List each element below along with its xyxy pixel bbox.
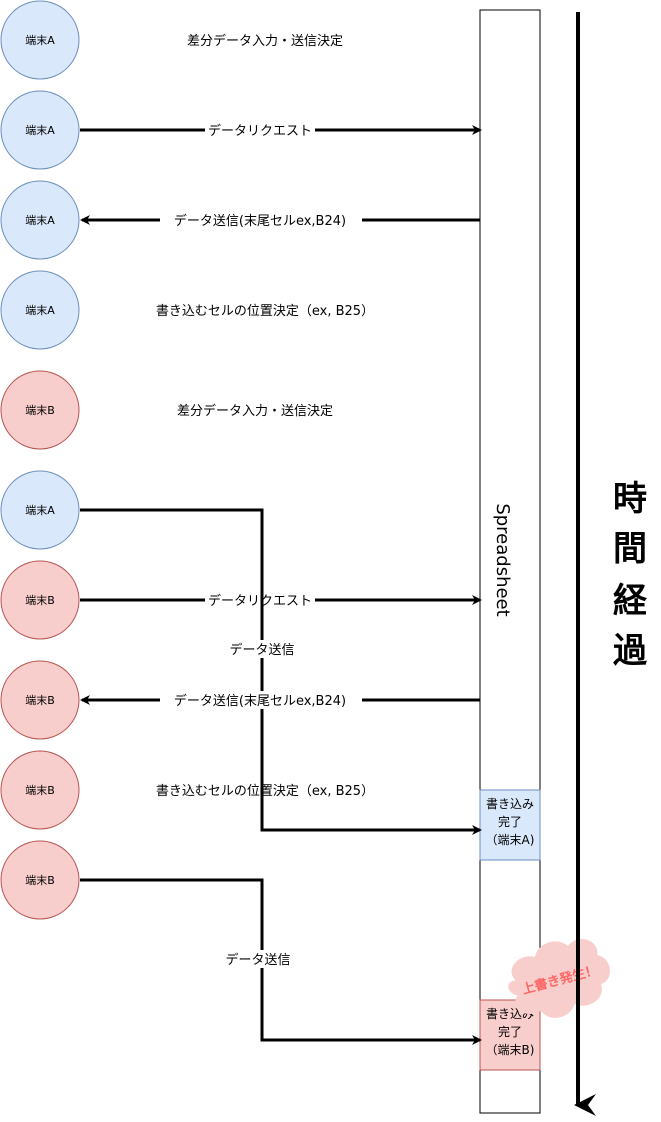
terminal-node-7: 端末B bbox=[0, 560, 80, 640]
write-complete-a-line-2: 完了 bbox=[498, 814, 522, 829]
edge-response-a: データ送信(末尾セルex,B24) bbox=[80, 211, 480, 229]
terminal-node-8-label: 端末B bbox=[25, 693, 55, 707]
terminal-node-7-label: 端末B bbox=[25, 593, 55, 607]
terminal-node-4-label: 端末A bbox=[25, 303, 55, 317]
terminal-node-10-label: 端末B bbox=[25, 873, 55, 887]
time-axis-char-2: 間 bbox=[613, 529, 647, 569]
terminal-node-5-circle bbox=[0, 370, 80, 450]
step-label-3: 差分データ入力・送信決定 bbox=[177, 403, 333, 419]
terminal-node-10: 端末B bbox=[0, 840, 80, 920]
edge-request-a-label: データリクエスト bbox=[208, 123, 312, 139]
edge-response-a-label: データ送信(末尾セルex,B24) bbox=[174, 213, 346, 229]
terminal-node-1-circle bbox=[0, 0, 80, 80]
write-complete-b-line-3: （端末B) bbox=[486, 1043, 535, 1057]
edge-request-b-label-bg bbox=[205, 591, 315, 609]
edge-request-b-label: データリクエスト bbox=[208, 593, 312, 609]
terminal-node-6-circle bbox=[0, 470, 80, 550]
edge-response-b: データ送信(末尾セルex,B24) bbox=[80, 691, 480, 709]
step-label-4: 書き込むセルの位置決定（ex, B25） bbox=[156, 784, 374, 799]
edge-send-b-label: データ送信 bbox=[225, 952, 290, 968]
step-label-1: 差分データ入力・送信決定 bbox=[187, 33, 343, 49]
write-complete-a-bg bbox=[479, 789, 541, 861]
edge-response-b-label-bg bbox=[160, 691, 362, 709]
terminal-node-8: 端末B bbox=[0, 660, 80, 740]
step-label-2: 書き込むセルの位置決定（ex, B25） bbox=[156, 304, 374, 319]
terminal-node-2: 端末A bbox=[0, 90, 80, 170]
edge-request-b: データリクエスト bbox=[80, 591, 482, 609]
overwrite-callout: 上書き発生！ bbox=[508, 939, 610, 1018]
terminal-node-3-circle bbox=[0, 180, 80, 260]
edge-response-a-label-bg bbox=[160, 211, 362, 229]
spreadsheet-label: Spreadsheet bbox=[492, 503, 513, 616]
edge-send-a-label: データ送信 bbox=[229, 642, 294, 658]
write-complete-b-line-2: 完了 bbox=[498, 1024, 522, 1039]
time-axis-char-1: 時 bbox=[613, 479, 647, 519]
edge-send-b-label-bg bbox=[216, 950, 300, 968]
terminal-node-2-label: 端末A bbox=[25, 123, 55, 137]
write-complete-a-line-1: 書き込み bbox=[486, 797, 534, 811]
terminal-node-5: 端末B bbox=[0, 370, 80, 450]
overwrite-callout-shape bbox=[508, 939, 610, 1018]
terminal-node-1-label: 端末A bbox=[25, 33, 55, 47]
terminal-node-3: 端末A bbox=[0, 180, 80, 260]
terminal-node-6-label: 端末A bbox=[25, 503, 55, 517]
terminal-node-10-circle bbox=[0, 840, 80, 920]
edge-request-a-label-bg bbox=[205, 121, 315, 139]
terminal-node-9-circle bbox=[0, 750, 80, 830]
terminal-node-4: 端末A bbox=[0, 270, 80, 350]
terminal-node-9: 端末B bbox=[0, 750, 80, 830]
terminal-node-3-label: 端末A bbox=[25, 213, 55, 227]
time-axis-char-3: 経 bbox=[613, 581, 648, 621]
edge-send-a-label-bg bbox=[220, 640, 304, 658]
terminal-node-1: 端末A bbox=[0, 0, 80, 80]
terminal-node-2-circle bbox=[0, 90, 80, 170]
edge-response-b-label: データ送信(末尾セルex,B24) bbox=[174, 693, 346, 709]
terminal-node-7-circle bbox=[0, 560, 80, 640]
terminal-node-4-circle bbox=[0, 270, 80, 350]
terminal-node-6: 端末A bbox=[0, 470, 80, 550]
terminal-node-5-label: 端末B bbox=[25, 403, 55, 417]
edge-send-b: データ送信 bbox=[80, 878, 482, 1045]
edge-send-a: データ送信 bbox=[80, 508, 482, 835]
write-complete-box-a: 書き込み 完了 （端末A) bbox=[479, 789, 541, 861]
edge-request-a: データリクエスト bbox=[80, 121, 482, 139]
time-axis-char-4: 過 bbox=[613, 631, 648, 671]
write-complete-a-line-3: （端末A) bbox=[486, 833, 535, 847]
terminal-node-9-label: 端末B bbox=[25, 783, 55, 797]
edge-send-a-line bbox=[80, 508, 482, 835]
terminal-node-8-circle bbox=[0, 660, 80, 740]
spreadsheet-column bbox=[479, 9, 541, 1114]
